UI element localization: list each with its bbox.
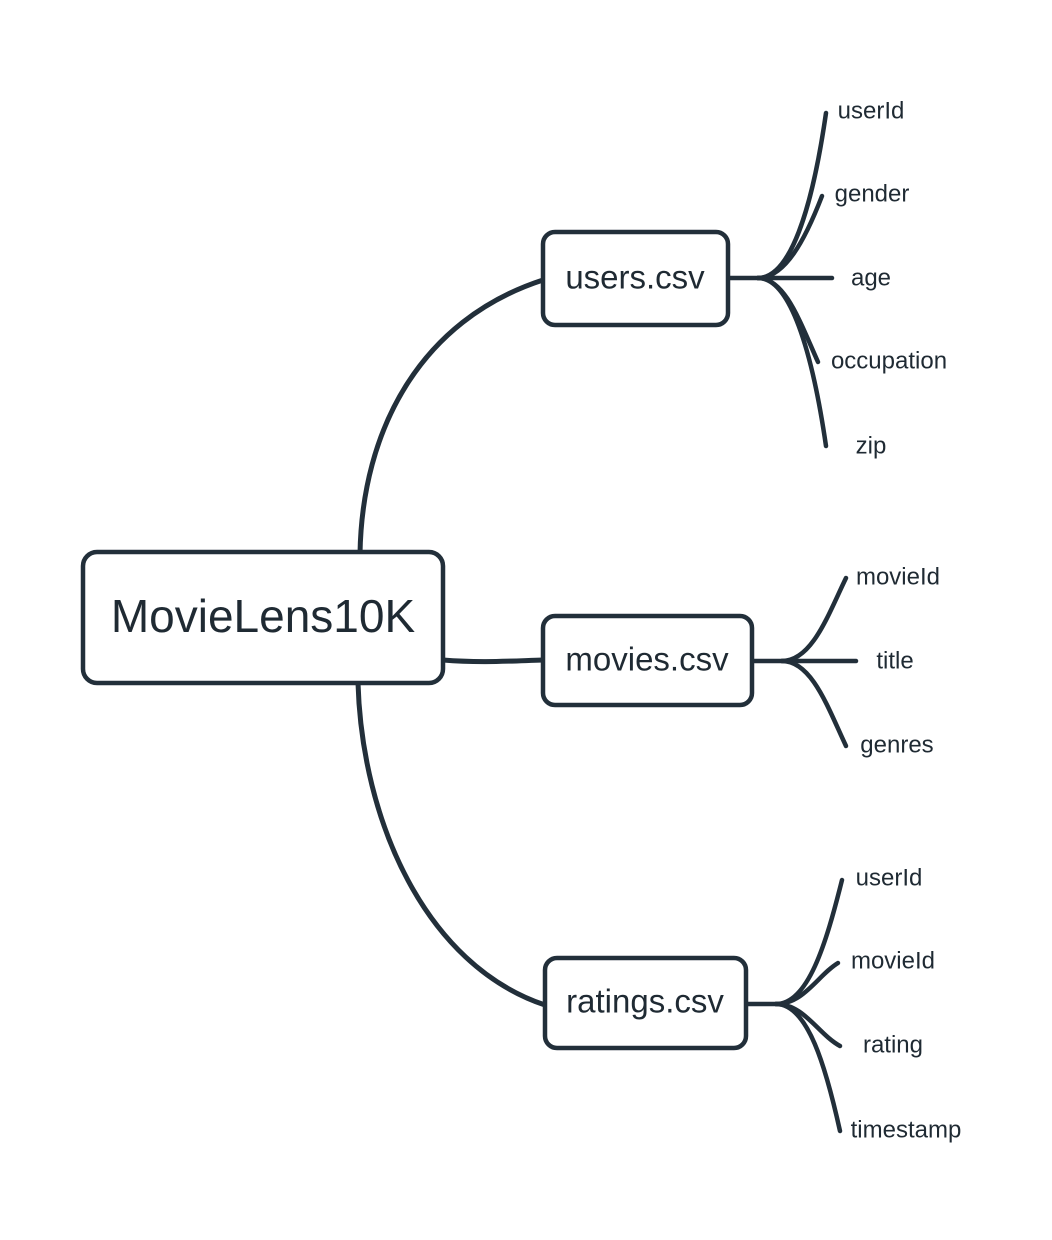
node-root[interactable]: MovieLens10K	[80, 549, 446, 686]
edge-users-to-occupation	[755, 275, 821, 365]
leaf-label-users-occupation: occupation	[831, 347, 947, 374]
leaf-label-users-gender: gender	[835, 180, 910, 207]
users-leaf-labels: userId gender age occupation zip	[831, 97, 947, 459]
edge-root-to-ratings	[355, 680, 548, 1008]
leaf-label-ratings-rating: rating	[863, 1031, 923, 1058]
edge-ratings-to-timestamp	[773, 1001, 843, 1134]
ratings-node-box[interactable]	[542, 955, 749, 1051]
edge-ratings-to-rating	[773, 1001, 843, 1049]
node-movies-csv[interactable]: movies.csv	[540, 613, 755, 708]
leaf-label-movies-movieid: movieId	[856, 563, 940, 590]
edge-root-to-movies	[440, 657, 546, 665]
edge-users-to-userId	[725, 110, 829, 281]
ratings-leaf-connectors	[743, 877, 845, 1134]
ratings-leaf-labels: userId movieId rating timestamp	[851, 864, 962, 1143]
movies-leaf-labels: movieId title genres	[856, 563, 940, 758]
leaf-label-movies-title: title	[876, 647, 913, 674]
users-leaf-connectors	[725, 110, 835, 449]
root-node-label: MovieLens10K	[111, 590, 416, 642]
node-users-csv[interactable]: users.csv	[540, 229, 731, 328]
movies-leaf-connectors	[749, 575, 859, 749]
users-node-box[interactable]	[540, 229, 731, 328]
leaf-label-ratings-timestamp: timestamp	[851, 1116, 962, 1143]
movies-node-box[interactable]	[540, 613, 755, 708]
leaf-label-users-userid: userId	[838, 97, 905, 124]
leaf-label-users-zip: zip	[856, 432, 887, 459]
edge-ratings-to-userId	[743, 877, 845, 1007]
root-connectors	[355, 277, 548, 1008]
leaf-label-ratings-userid: userId	[856, 864, 923, 891]
edge-root-to-users	[357, 277, 546, 557]
edge-users-to-gender	[755, 193, 825, 281]
node-ratings-csv[interactable]: ratings.csv	[542, 955, 749, 1051]
leaf-label-movies-genres: genres	[860, 731, 933, 758]
edge-movies-to-movieId	[749, 575, 849, 664]
leaf-label-users-age: age	[851, 264, 891, 291]
edge-users-to-zip	[755, 275, 829, 449]
users-node-label: users.csv	[565, 259, 705, 296]
movies-node-label: movies.csv	[565, 641, 729, 678]
ratings-node-label: ratings.csv	[566, 983, 724, 1020]
edge-movies-to-genres	[779, 658, 849, 749]
root-node-box[interactable]	[80, 549, 446, 686]
leaf-label-ratings-movieid: movieId	[851, 947, 935, 974]
